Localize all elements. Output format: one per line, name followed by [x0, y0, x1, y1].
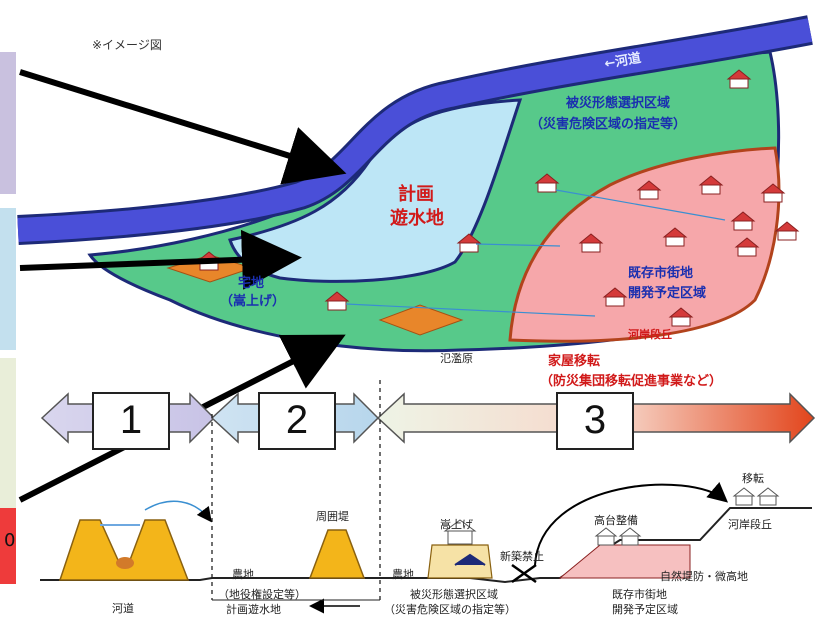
- house: [730, 211, 756, 231]
- urban-sub: 開発予定区域: [628, 286, 707, 301]
- high-ground: [558, 544, 691, 579]
- retention-label-2: 遊水地: [390, 208, 444, 229]
- house: [534, 173, 560, 193]
- highland-label: 高台整備: [594, 514, 638, 527]
- urban-section-sub: 開発予定区域: [612, 603, 678, 616]
- move-label: 移転: [742, 472, 764, 485]
- relocate-arrow: [534, 482, 729, 566]
- house: [668, 307, 694, 327]
- section-terrace-label: 河岸段丘: [728, 518, 772, 531]
- build-ban-mark: [511, 563, 537, 584]
- house: [760, 183, 786, 203]
- urban-section: 既存市街地: [612, 588, 667, 601]
- leader-line: [555, 189, 726, 221]
- raised-house: [443, 519, 477, 545]
- floodplain-label: 氾濫原: [440, 352, 473, 365]
- natural-levee-label: 自然堤防・微高地: [660, 570, 748, 583]
- house: [578, 233, 604, 253]
- house: [636, 180, 662, 200]
- raised-lot-label: 宅地: [238, 276, 265, 291]
- house: [774, 221, 800, 241]
- house: [698, 175, 724, 195]
- cross-section-ground: [40, 507, 812, 584]
- ring-levee: [308, 529, 366, 579]
- house: [324, 291, 350, 311]
- raise-label: 嵩上げ: [440, 518, 473, 531]
- side-strip-beige: [0, 358, 16, 508]
- river-dike-left: [58, 519, 190, 581]
- side-strip-purple: [0, 52, 16, 194]
- overflow-arrow: [144, 500, 212, 523]
- house: [602, 287, 628, 307]
- raised-lot-center: [378, 304, 464, 336]
- zone-number-1: 1: [92, 392, 170, 450]
- selection-zone-sub: （災害危険区域の指定等）: [530, 117, 687, 132]
- retention-name: 計画遊水地: [226, 603, 281, 616]
- retention-note: （地役権設定等）: [218, 588, 306, 601]
- zone-number-2: 2: [258, 392, 336, 450]
- ring-levee-label: 周囲堤: [316, 510, 349, 523]
- raised-lot-sub: （嵩上げ）: [220, 294, 286, 309]
- farmland-label-2: 農地: [392, 568, 414, 581]
- terrace-label: 河岸段丘: [628, 328, 672, 341]
- farmland-label-1: 農地: [232, 568, 254, 581]
- side-fragment-text: 0: [4, 530, 16, 551]
- raise-arrow: [454, 553, 486, 566]
- zone-number-3: 3: [556, 392, 634, 450]
- pointer-arrow-2: [19, 229, 302, 290]
- house: [662, 227, 688, 247]
- pointer-arrow-1: [19, 69, 347, 185]
- house: [726, 69, 752, 89]
- highland-house: [594, 527, 642, 546]
- terrace-house: [732, 487, 780, 506]
- retention-label: 計画: [398, 184, 434, 205]
- leader-line: [475, 243, 561, 247]
- selection-zone-section-sub: （災害危険区域の指定等）: [384, 603, 516, 616]
- selection-zone-label: 被災形態選択区域: [566, 96, 671, 111]
- house: [734, 237, 760, 257]
- build-ban-label: 新築禁止: [500, 550, 544, 563]
- leader-line: [345, 303, 596, 317]
- relocation-label: 家屋移転: [548, 354, 601, 369]
- selection-zone-section: 被災形態選択区域: [410, 588, 498, 601]
- river-label: 河道: [112, 602, 134, 615]
- side-strip-blue: [0, 208, 16, 350]
- riverbed-stone: [116, 557, 134, 569]
- house: [456, 233, 482, 253]
- side-strip-red: [0, 508, 16, 584]
- image-note: ※イメージ図: [92, 38, 162, 52]
- relocation-sub: （防災集団移転促進事業など）: [540, 374, 723, 389]
- zone-urban: [508, 146, 781, 343]
- urban-label: 既存市街地: [628, 266, 694, 281]
